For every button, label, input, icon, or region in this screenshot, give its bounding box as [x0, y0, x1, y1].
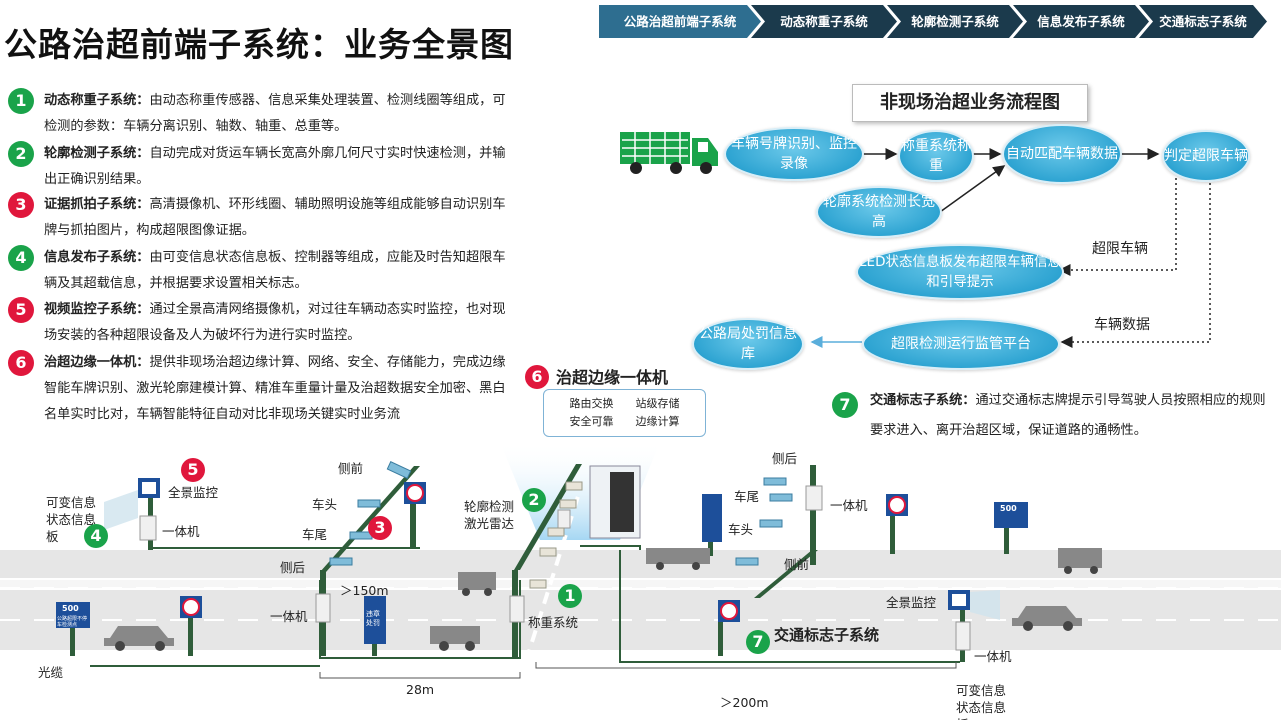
flow-arrows — [620, 132, 1211, 348]
sign-500-label: 500 — [1000, 504, 1017, 513]
label-panorama: 全景监控 — [168, 485, 219, 500]
number-badge: 7 — [832, 392, 858, 418]
desc-text: 自动完成对货运车辆长宽高外廓几何尺寸实时快速检测，并输出正确识别结果。 — [44, 146, 506, 187]
desc-text: 高清摄像机、环形线圈、辅助照明设施等组成能够自动识别车牌与抓拍图片，构成超限图像… — [44, 197, 506, 238]
label-integrated: 一体机 — [162, 524, 200, 539]
label-side-rear: 侧后 — [772, 451, 798, 466]
label-car-tail: 车尾 — [302, 527, 328, 542]
flow-node-bureau: 公路局处罚信息库 — [692, 318, 804, 370]
number-badge: 6 — [525, 365, 549, 389]
label-side-front: 侧前 — [338, 461, 364, 476]
number-badge: 3 — [368, 516, 392, 540]
page-title: 公路治超前端子系统：业务全景图 — [4, 25, 514, 64]
road-scene — [0, 442, 1281, 681]
desc-item-video: 5 视频监控子系统：通过全景高清网络摄像机，对过往车辆动态实时监控，也对现场安装… — [8, 297, 508, 349]
desc-item-info-release: 4 信息发布子系统：由可变信息状态信息板、控制器等组成，应能及时告知超限车辆及其… — [8, 245, 508, 297]
label-var-board: 可变信息状态信息板 — [956, 683, 1007, 720]
desc-title: 信息发布子系统： — [44, 250, 150, 265]
label-car-head: 车头 — [312, 497, 338, 512]
flow-node-judge: 判定超限车辆 — [1162, 130, 1250, 182]
flow-node-plate: 车辆号牌识别、监控录像 — [724, 127, 864, 181]
number-badge: 6 — [8, 350, 34, 376]
desc-text: 由可变信息状态信息板、控制器等组成，应能及时告知超限车辆及其超载信息，并根据要求… — [44, 250, 506, 291]
edge-device-row: 安全可靠 边缘计算 — [569, 415, 680, 428]
flow-node-weigh: 称重系统称重 — [898, 130, 974, 182]
sign-sub-label: 公路超限不停车检测点 — [57, 616, 88, 628]
desc-title: 证据抓拍子系统： — [44, 197, 150, 212]
violation-sign-label: 违章处罚 — [366, 610, 380, 627]
label-optical-cable: 光缆 — [38, 665, 64, 680]
edge-device-row: 路由交换 站级存储 — [569, 397, 680, 410]
label-traffic-sign-system: 交通标志子系统 — [774, 626, 880, 644]
desc-text: 由动态称重传感器、信息采集处理装置、检测线圈等组成，可检测的参数：车辆分离识别、… — [44, 93, 506, 134]
label-side-front: 侧前 — [784, 557, 810, 572]
desc-item-weighing: 1 动态称重子系统：由动态称重传感器、信息采集处理装置、检测线圈等组成，可检测的… — [8, 88, 508, 140]
top-nav: 公路治超前端子系统 动态称重子系统 轮廓检测子系统 信息发布子系统 交通标志子系… — [599, 5, 1279, 38]
sign-500-label: 500 — [1254, 710, 1256, 711]
flow-title: 非现场治超业务流程图 — [852, 84, 1088, 122]
desc-item-evidence: 3 证据抓拍子系统：高清摄像机、环形线圈、辅助照明设施等组成能够自动识别车牌与抓… — [8, 192, 508, 244]
label-car-head: 车头 — [728, 522, 754, 537]
label-vehicle-data: 车辆数据 — [1094, 317, 1150, 333]
car-icon — [104, 548, 1102, 651]
desc-text: 通过交通标志牌提示引导驾驶人员按照相应的规则要求进入、离开治超区域，保证道路的通… — [870, 393, 1266, 438]
number-badge: 5 — [181, 458, 205, 482]
label-integrated: 一体机 — [270, 609, 308, 624]
number-badge: 4 — [8, 245, 34, 271]
flow-node-contour: 轮廓系统检测长宽高 — [816, 186, 942, 238]
edge-device-box: 路由交换 站级存储 安全可靠 边缘计算 — [543, 389, 706, 437]
number-badge: 1 — [8, 88, 34, 114]
truck-icon — [620, 132, 718, 174]
label-panorama: 全景监控 — [886, 595, 937, 610]
tab-overview[interactable]: 公路治超前端子系统 — [599, 5, 761, 38]
label-side-rear: 侧后 — [280, 560, 306, 575]
label-overlimit: 超限车辆 — [1092, 241, 1148, 257]
desc-title: 动态称重子系统： — [44, 93, 150, 108]
traffic-sign-desc: 交通标志子系统：通过交通标志牌提示引导驾驶人员按照相应的规则要求进入、离开治超区… — [870, 386, 1274, 446]
label-distance: 28m — [406, 682, 435, 697]
flow-node-platform: 超限检测运行监管平台 — [862, 318, 1060, 370]
edge-device-title: 治超边缘一体机 — [556, 368, 669, 387]
desc-title: 治超边缘一体机： — [44, 355, 150, 370]
label-distance: ＞200m — [720, 695, 769, 710]
number-badge: 3 — [8, 192, 34, 218]
sign-500-label: 500 — [62, 604, 79, 613]
label-car-tail: 车尾 — [734, 489, 760, 504]
label-contour-lidar: 轮廓检测激光雷达 — [464, 499, 515, 531]
desc-text: 提供非现场治超边缘计算、网络、安全、存储能力，完成边缘智能车牌识别、激光轮廓建模… — [44, 355, 506, 422]
desc-title: 视频监控子系统： — [44, 302, 150, 317]
number-badge: 4 — [84, 524, 108, 548]
desc-title: 交通标志子系统： — [870, 393, 976, 408]
label-var-board: 可变信息状态信息板 — [46, 495, 97, 544]
tab-traffic-sign[interactable]: 交通标志子系统 — [1139, 5, 1267, 38]
desc-item-contour: 2 轮廓检测子系统：自动完成对货运车辆长宽高外廓几何尺寸实时快速检测，并输出正确… — [8, 141, 508, 193]
label-distance: ＞150m — [340, 583, 389, 598]
desc-item-edge: 6 治超边缘一体机：提供非现场治超边缘计算、网络、安全、存储能力，完成边缘智能车… — [8, 350, 508, 428]
flow-node-match: 自动匹配车辆数据 — [1002, 124, 1122, 184]
number-badge: 7 — [746, 630, 770, 654]
label-integrated: 一体机 — [974, 649, 1012, 664]
number-badge: 2 — [8, 141, 34, 167]
tab-contour[interactable]: 轮廓检测子系统 — [887, 5, 1023, 38]
sign-icon — [56, 478, 1028, 644]
desc-title: 轮廓检测子系统： — [44, 146, 150, 161]
desc-text: 通过全景高清网络摄像机，对过往车辆动态实时监控，也对现场安装的各种超限设备及人为… — [44, 302, 506, 343]
label-weighing: 称重系统 — [528, 615, 579, 630]
number-badge: 2 — [522, 488, 546, 512]
number-badge: 1 — [558, 584, 582, 608]
label-integrated: 一体机 — [830, 498, 868, 513]
number-badge: 5 — [8, 297, 34, 323]
tab-weighing[interactable]: 动态称重子系统 — [751, 5, 897, 38]
tab-info-release[interactable]: 信息发布子系统 — [1013, 5, 1149, 38]
flow-node-led: LED状态信息板发布超限车辆信息和引导提示 — [856, 244, 1064, 300]
